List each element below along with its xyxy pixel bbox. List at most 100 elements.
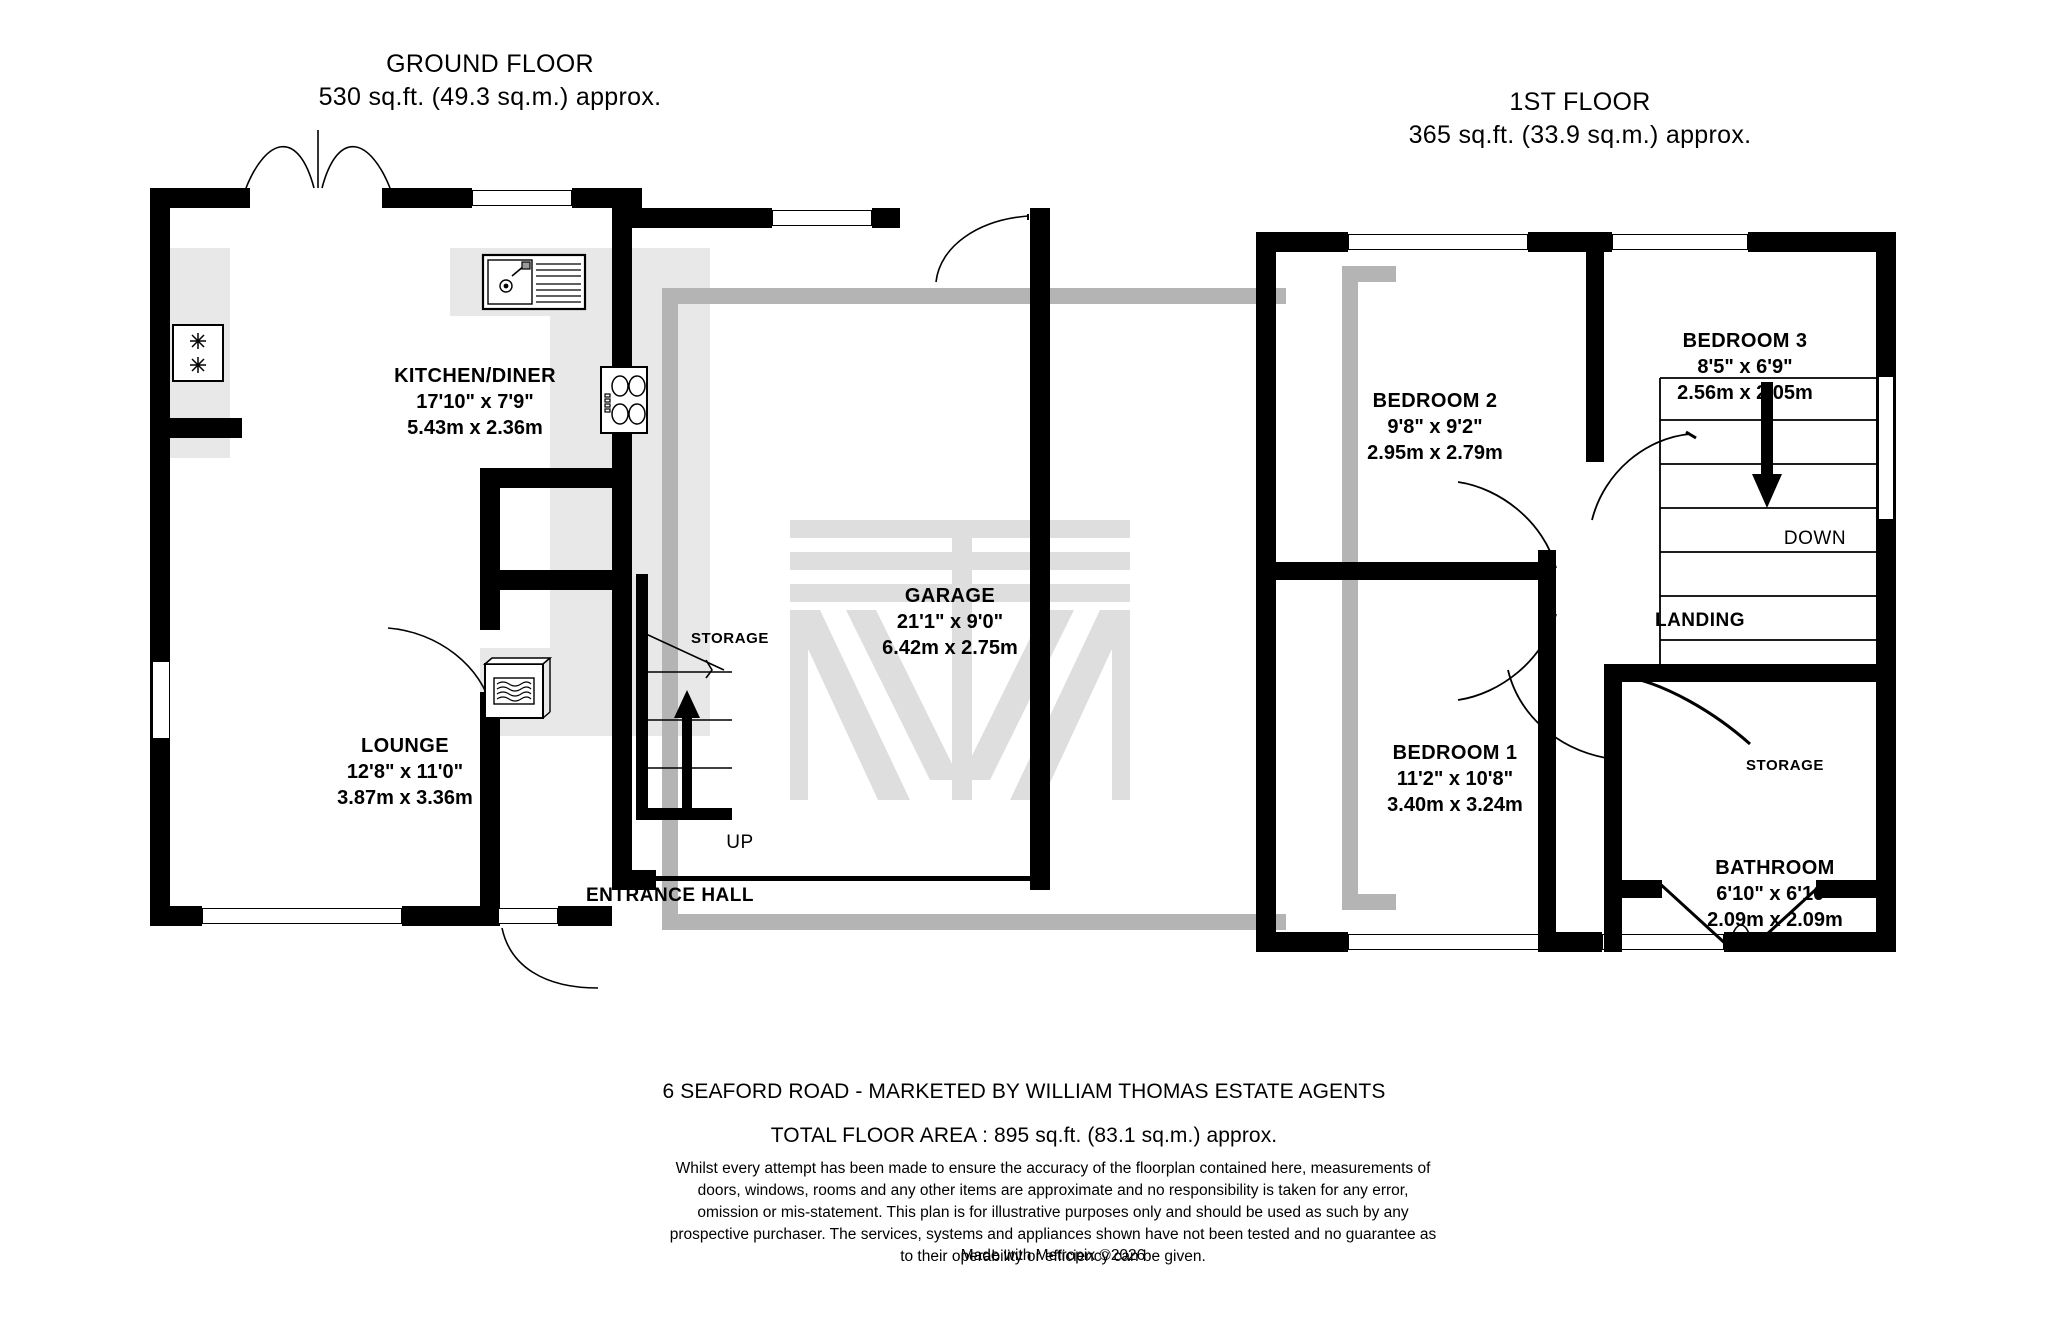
bathroom-metric: 2.09m x 2.09m [1707,909,1843,931]
window-bedroom2-top [1348,234,1528,250]
wall-left-upper [150,188,170,438]
window-bedroom1-bottom [1348,934,1552,950]
window-bedroom3-top [1612,234,1748,250]
wall-garage-right [1030,208,1050,890]
ff-wall-top-a [1256,232,1348,252]
bedroom3-imperial: 8'5" x 6'9" [1697,356,1793,378]
window-stairwell [1878,376,1894,520]
staircase-ground [636,574,732,820]
up-arrow-icon [674,690,700,814]
wall-hall-divider [480,570,612,590]
hob-icon [600,366,648,434]
window-garage-top [772,210,872,226]
lounge-imperial: 12'8" x 11'0" [346,761,464,783]
ff-wall-right-lower [1876,520,1896,952]
bedroom1-metric: 3.40m x 3.24m [1387,794,1523,816]
garage-name: GARAGE [904,585,996,607]
garage-overlay-bottom [662,914,1286,930]
wall-garage-right-top [1030,208,1050,230]
wall-hall-top [480,468,612,488]
label-down: DOWN [1783,528,1847,549]
ff-wall-storage-bottom [1604,880,1662,898]
bedroom1-name: BEDROOM 1 [1392,742,1518,764]
label-landing: LANDING [1654,610,1746,631]
garage-imperial: 21'1" x 9'0" [896,611,1004,633]
wall-bottom-a [150,906,202,926]
ff-wall-storage-bot-r [1816,880,1876,898]
sink-icon [481,253,587,311]
bedroom2-door-swing [1457,481,1557,569]
ground-floor-area: 530 sq.ft. (49.3 sq.m.) approx. [318,83,662,111]
radiator-icon [482,657,553,719]
bay-mullion-top [150,620,170,662]
storage-door-swing [1656,880,1826,948]
label-up: UP [726,832,754,853]
wall-garage-left-b [612,588,632,886]
first-floor-heading: 1ST FLOOR 365 sq.ft. (33.9 sq.m.) approx… [1370,86,1790,152]
wall-top-kitchen-a [382,188,472,208]
wall-garage-top-b [872,208,900,228]
garage-door-line [656,876,1032,881]
room-label-bedroom3: BEDROOM 3 8'5" x 6'9" 2.56m x 2.05m [1600,328,1890,406]
first-floor-overlay-top [1342,266,1396,282]
room-label-bedroom1: BEDROOM 1 11'2" x 10'8" 3.40m x 3.24m [1310,740,1600,818]
bathroom-name: BATHROOM [1715,857,1835,879]
wall-garage-top [612,208,772,228]
footer-total-area: TOTAL FLOOR AREA : 895 sq.ft. (83.1 sq.m… [770,1124,1278,1147]
bedroom2-name: BEDROOM 2 [1372,390,1498,412]
wall-top-kitchen-b [572,188,642,208]
bay-mullion-bot [150,738,170,780]
ff-wall-bed2-bottom [1276,562,1556,580]
lounge-name: LOUNGE [361,735,449,757]
down-arrow-icon [1752,382,1782,508]
footer-address: 6 SEAFORD ROAD - MARKETED BY WILLIAM THO… [662,1080,1386,1103]
wall-lounge-right-b [480,692,500,926]
staircase-first [1659,376,1876,666]
garage-door-swing [935,214,1029,283]
wall-garage-bottom-l [612,870,656,890]
landing-door-swing [1507,669,1607,759]
ff-wall-top-b [1528,232,1612,252]
ff-wall-top-c [1748,232,1896,252]
ff-wall-landing-left [1538,562,1556,682]
entrance-door-swing [501,927,599,989]
window-lounge-front [202,908,402,924]
garage-overlay-left [662,288,678,930]
garage-overlay-top [662,288,1286,304]
fridge-freezer-icon [172,324,224,382]
kitchen-diner-imperial: 17'10" x 7'9" [416,391,534,413]
wall-top-left [150,188,250,208]
first-floor-overlay-bottom [1342,894,1396,910]
room-label-lounge: LOUNGE 12'8" x 11'0" 3.87m x 3.36m [260,733,550,811]
first-floor-title: 1ST FLOOR [1509,88,1651,116]
room-label-bedroom2: BEDROOM 2 9'8" x 9'2" 2.95m x 2.79m [1290,388,1580,466]
bedroom1-imperial: 11'2" x 10'8" [1396,768,1514,790]
ff-wall-bed3-divider [1586,252,1604,462]
lounge-metric: 3.87m x 3.36m [337,787,473,809]
room-label-garage: GARAGE 21'1" x 9'0" 6.42m x 2.75m [805,583,1095,661]
bedroom3-name: BEDROOM 3 [1682,330,1808,352]
wall-lounge-right-a [480,590,500,630]
ff-wall-right-upper [1876,232,1896,376]
room-label-kitchen-diner: KITCHEN/DINER 17'10" x 7'9" 5.43m x 2.36… [330,363,620,441]
ff-wall-bed1-right [1538,682,1556,952]
window-kitchen-top [472,190,572,206]
window-hall-front [498,908,558,924]
stair-wall-left [636,574,648,820]
ff-wall-bottom-a [1256,932,1348,952]
ground-floor-heading: GROUND FLOOR 530 sq.ft. (49.3 sq.m.) app… [290,48,690,114]
stair-wall-base [636,808,732,820]
ff-wall-bottom-b [1552,932,1602,952]
bedroom1-door-swing [1457,613,1557,701]
ground-floor-plan [150,130,1286,1000]
bedroom3-metric: 2.56m x 2.05m [1677,382,1813,404]
wall-bay-return [150,418,242,438]
first-floor-plan [1256,232,1896,992]
wall-bottom-b [402,906,498,926]
wall-bottom-c [558,906,612,926]
first-floor-area: 365 sq.ft. (33.9 sq.m.) approx. [1408,121,1752,149]
bedroom2-metric: 2.95m x 2.79m [1367,442,1503,464]
patio-door-swing [245,130,391,189]
room-label-bathroom: BATHROOM 6'10" x 6'10" 2.09m x 2.09m [1630,855,1920,933]
bathroom-imperial: 6'10" x 6'10" [1716,883,1834,905]
